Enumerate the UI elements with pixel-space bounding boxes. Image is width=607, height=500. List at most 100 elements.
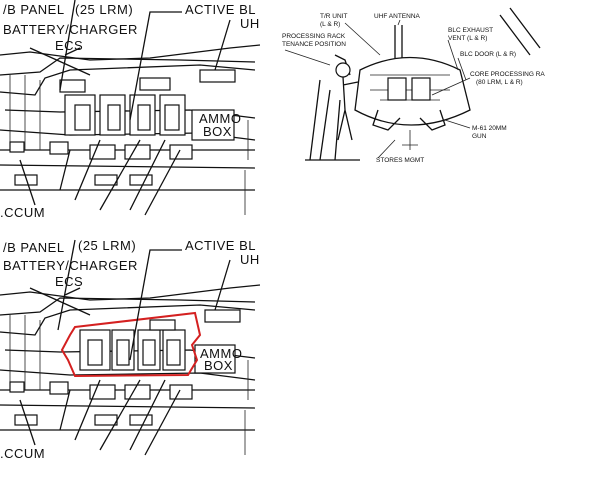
frame-line	[0, 64, 256, 96]
antenna-mast	[394, 25, 403, 58]
leader-line	[64, 287, 81, 296]
right-diagram: T/R UNIT (L & R) UHF ANTENNA PROCESSING …	[282, 7, 545, 164]
ammo-box	[194, 344, 236, 374]
leader-line	[74, 379, 101, 441]
rack-box	[107, 104, 121, 131]
rack-box	[74, 104, 91, 131]
stand-line	[309, 79, 341, 161]
frame-line	[0, 304, 256, 336]
person-figure	[335, 62, 351, 78]
gear-line	[419, 109, 446, 131]
blc-exhaust-sub-label: VENT (L & R)	[448, 35, 487, 42]
frame-line	[244, 360, 249, 455]
box-label: BOX	[204, 358, 233, 373]
fuselage-detail	[370, 74, 450, 101]
rack-box	[116, 339, 130, 366]
leader-line	[129, 379, 166, 451]
leader-line	[144, 389, 181, 456]
panel-label: /B PANEL	[3, 2, 65, 17]
component-box	[124, 384, 151, 400]
box-label: BOX	[203, 124, 232, 139]
rack-box	[411, 77, 431, 101]
frame-line	[9, 75, 41, 150]
rack-box	[87, 339, 103, 366]
leader-line	[129, 249, 182, 361]
leader-line	[99, 139, 141, 211]
leader-line	[57, 239, 76, 331]
leader-line	[59, 0, 76, 91]
rack-box	[149, 319, 176, 331]
leader-line	[431, 77, 471, 96]
battery-label: BATTERY/CHARGER	[3, 258, 138, 273]
frame-line	[0, 57, 256, 76]
gun-label: M-61 20MM	[472, 125, 507, 132]
accum-label: .CCUM	[0, 446, 45, 461]
leader-line	[377, 139, 396, 159]
leader-line	[344, 22, 381, 56]
lrm-label: (25 LRM)	[78, 238, 136, 253]
rack-box	[166, 339, 181, 366]
rack-box	[142, 339, 156, 366]
core-processing-sub-label: (80 LRM, L & R)	[476, 79, 523, 86]
gear-line	[372, 109, 401, 131]
vent-line	[499, 7, 541, 56]
component-box	[49, 141, 69, 155]
leader-line	[74, 139, 101, 201]
maintenance-position-label: TENANCE POSITION	[282, 41, 346, 48]
ammo-label: AMMO	[200, 346, 242, 361]
component-box	[124, 144, 151, 160]
uh-label: UH	[240, 16, 260, 31]
tr-unit-label: T/R UNIT	[320, 13, 347, 20]
person-figure	[337, 76, 359, 141]
component-box	[169, 384, 193, 400]
leader-line	[59, 389, 71, 431]
active-label: ACTIVE BL	[185, 2, 256, 17]
ecs-label: ECS	[55, 38, 83, 53]
leader-line	[397, 19, 401, 26]
ammo-label: AMMO	[199, 111, 241, 126]
frame-line	[0, 369, 256, 381]
leader-line	[29, 47, 91, 76]
blc-exhaust-label: BLC EXHAUST	[448, 27, 493, 34]
rack-box	[387, 77, 407, 101]
leader-line	[447, 39, 459, 71]
uh-label: UH	[240, 252, 260, 267]
component-box	[169, 144, 193, 160]
accum-label: .CCUM	[0, 205, 45, 220]
gear-line	[402, 130, 418, 150]
leader-line	[129, 139, 166, 211]
component-box	[9, 381, 25, 393]
frame-line	[244, 120, 249, 215]
core-processing-label: CORE PROCESSING RA	[470, 71, 545, 78]
component-box	[49, 381, 69, 395]
frame-line	[0, 164, 256, 169]
rack-box	[59, 79, 86, 93]
leader-line	[444, 119, 471, 129]
leader-line	[64, 47, 81, 56]
blc-door-label: BLC DOOR (L & R)	[460, 51, 516, 58]
bottom-left-diagram: /B PANEL (25 LRM) ACTIVE BL UH BATTERY/C…	[0, 238, 261, 461]
rack-box	[139, 77, 171, 91]
component-box	[89, 144, 116, 160]
rack-box	[164, 104, 180, 131]
component-box	[94, 174, 118, 186]
top-left-diagram: /B PANEL (25 LRM) ACTIVE BL UH BATTERY/C…	[0, 0, 261, 220]
component-box	[129, 414, 153, 426]
fuselage-outline	[354, 56, 471, 126]
highlight-outline	[60, 311, 202, 378]
leader-line	[19, 159, 36, 206]
ammo-box	[191, 109, 235, 141]
gun-sub-label: GUN	[472, 133, 487, 140]
panel-label: /B PANEL	[3, 240, 65, 255]
lrm-label: (25 LRM)	[75, 2, 133, 17]
component-box	[129, 174, 153, 186]
leader-line	[284, 49, 331, 66]
battery-label: BATTERY/CHARGER	[3, 22, 138, 37]
leader-line	[214, 259, 231, 311]
frame-line	[0, 404, 256, 409]
active-label: ACTIVE BL	[185, 238, 256, 253]
component-box	[94, 414, 118, 426]
leader-line	[29, 287, 91, 316]
leader-line	[19, 399, 36, 446]
